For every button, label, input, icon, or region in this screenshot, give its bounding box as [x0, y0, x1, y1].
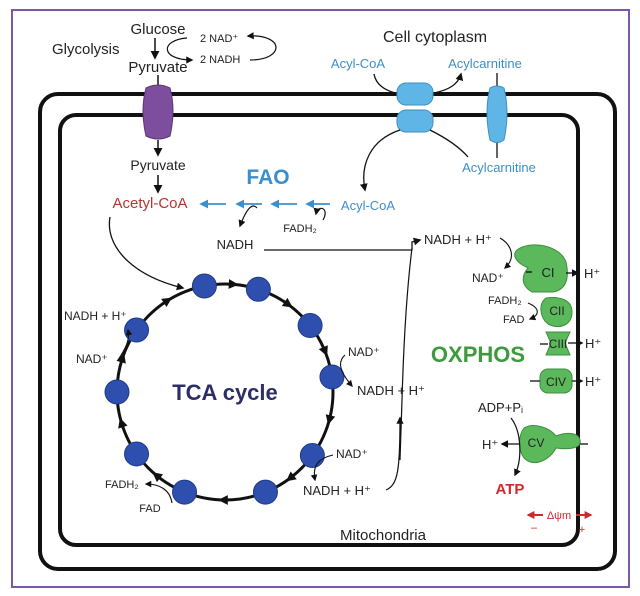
cv-label: CV: [528, 436, 545, 450]
tca-node: [124, 317, 150, 343]
dpsi-plus: +: [579, 524, 585, 536]
tca-title: TCA cycle: [172, 380, 278, 405]
nadh-return-arrow: [246, 32, 277, 61]
ci-nadh-arrow: [499, 237, 512, 269]
tca-direction-arrow: [116, 352, 126, 364]
glycolysis-label: Glycolysis: [52, 41, 120, 58]
figure-frame: [11, 9, 630, 588]
tca-right-nad-2-label: NAD⁺: [336, 447, 368, 461]
tca-fad-label: FAD: [139, 503, 160, 515]
acylcarnitine-cyto-label: Acylcarnitine: [448, 56, 522, 71]
ci-label: CI: [542, 265, 555, 280]
tca-right-nad-1-label: NAD⁺: [348, 345, 380, 359]
acyl-coa-mito-label: Acyl-CoA: [341, 198, 396, 213]
tca-node: [252, 479, 278, 505]
nadh-branch-arrow: [238, 205, 258, 228]
fadh2-branch-arrow: [313, 207, 326, 221]
tca-node: [124, 441, 150, 467]
acetyl-coa-entry-arrow: [108, 216, 185, 291]
tca-node: [245, 276, 271, 302]
tca-direction-arrow: [325, 414, 336, 425]
tca-node: [299, 442, 325, 468]
tca-node: [297, 313, 323, 339]
tca-fadh2-label: FADH₂: [105, 479, 139, 491]
ciii-label: CIII: [549, 337, 568, 351]
cii-label: CII: [549, 304, 564, 318]
complex-ci: CI H⁺: [514, 244, 600, 293]
nad-cycle-arrow: [166, 37, 194, 64]
civ-label: CIV: [546, 375, 566, 389]
cii-fad-arrow: [527, 302, 538, 321]
tca-direction-arrow: [281, 297, 293, 308]
tca-node: [191, 273, 217, 299]
tca-right-nadh-2-label: NADH + H⁺: [303, 483, 371, 498]
tca-direction-arrow: [218, 495, 228, 505]
outer-membrane: [38, 92, 617, 571]
civ-h-plus: H⁺: [585, 374, 601, 389]
tca-direction-arrow: [152, 472, 164, 483]
glucose-label: Glucose: [130, 21, 185, 38]
tca-cycle: [104, 273, 345, 505]
tca-nadh-collector-line: [399, 247, 413, 461]
tca-right-arrow-1: [339, 354, 353, 388]
nadh-to-oxphos-arrow: [411, 237, 422, 250]
complex-cii: CII: [540, 297, 573, 327]
dpsi-minus: –: [531, 522, 538, 534]
tca-direction-arrow: [318, 345, 328, 357]
oxphos-nad-label: NAD⁺: [472, 271, 504, 285]
membrane-potential-label: Δψm: [547, 510, 571, 522]
carnitine-translocase: [486, 85, 508, 143]
acylcarnitine-curve: [429, 129, 469, 158]
atp-label: ATP: [496, 481, 525, 498]
oxphos-fad-label: FAD: [503, 314, 524, 326]
tca-right-nadh-1-label: NADH + H⁺: [357, 383, 425, 398]
pyruvate-mito-label: Pyruvate: [130, 157, 185, 173]
complex-civ: CIV H⁺: [530, 368, 601, 394]
acylcarnitine-exit-arrow: [433, 72, 464, 94]
fao-fadh2-label: FADH₂: [283, 223, 317, 235]
tca-node: [104, 379, 130, 405]
oxphos-nadh-label: NADH + H⁺: [424, 232, 492, 247]
ciii-h-plus: H⁺: [585, 336, 601, 351]
tca-node: [172, 479, 198, 505]
complex-cv: CV H⁺: [482, 425, 588, 463]
acyl-coa-import-arrow: [359, 129, 401, 192]
acylcarnitine-mito-label: Acylcarnitine: [462, 160, 536, 175]
oxphos-fadh2-label: FADH₂: [488, 295, 522, 307]
pyruvate-transporter: [142, 84, 174, 140]
tca-direction-arrow: [161, 297, 173, 308]
tca-fad-arrow: [144, 480, 173, 504]
oxphos-title: OXPHOS: [431, 342, 525, 367]
cell-cytoplasm-label: Cell cytoplasm: [383, 29, 487, 46]
fao-title: FAO: [246, 166, 289, 189]
cpt1-transporter: [396, 82, 434, 106]
acetyl-coa-label: Acetyl-CoA: [112, 195, 187, 212]
tca-direction-arrow: [228, 279, 239, 289]
tca-left-nadh-label: NADH + H⁺: [64, 309, 127, 323]
tca-direction-arrow: [118, 417, 128, 429]
tca-left-nad-label: NAD⁺: [76, 352, 108, 366]
fao-nadh-label: NADH: [217, 237, 254, 252]
cpt2-transporter: [396, 109, 434, 133]
ci-h-plus: H⁺: [584, 266, 600, 281]
glycolysis-nadh-label: 2 NADH: [200, 54, 240, 66]
tca-right-arrow-2: [310, 454, 334, 482]
acyl-coa-cyto-label: Acyl-CoA: [331, 56, 386, 71]
tca-left-nad-arrow: [117, 328, 133, 361]
atp-synthesis-arrow: [510, 417, 521, 477]
cv-h-plus: H⁺: [482, 437, 498, 452]
tca-node: [319, 364, 345, 390]
tca-direction-arrow: [285, 471, 297, 482]
tca-nadh-up-arrow: [385, 416, 404, 491]
adp-pi-label: ADP+Pᵢ: [478, 400, 523, 415]
inner-membrane: [58, 113, 580, 547]
acyl-coa-entry-curve: [373, 73, 396, 94]
glycolysis-nad-label: 2 NAD⁺: [200, 33, 238, 45]
mitochondria-label: Mitochondria: [340, 527, 427, 544]
pyruvate-cyto-label: Pyruvate: [128, 59, 187, 76]
complex-ciii: CIII H⁺: [540, 331, 601, 356]
